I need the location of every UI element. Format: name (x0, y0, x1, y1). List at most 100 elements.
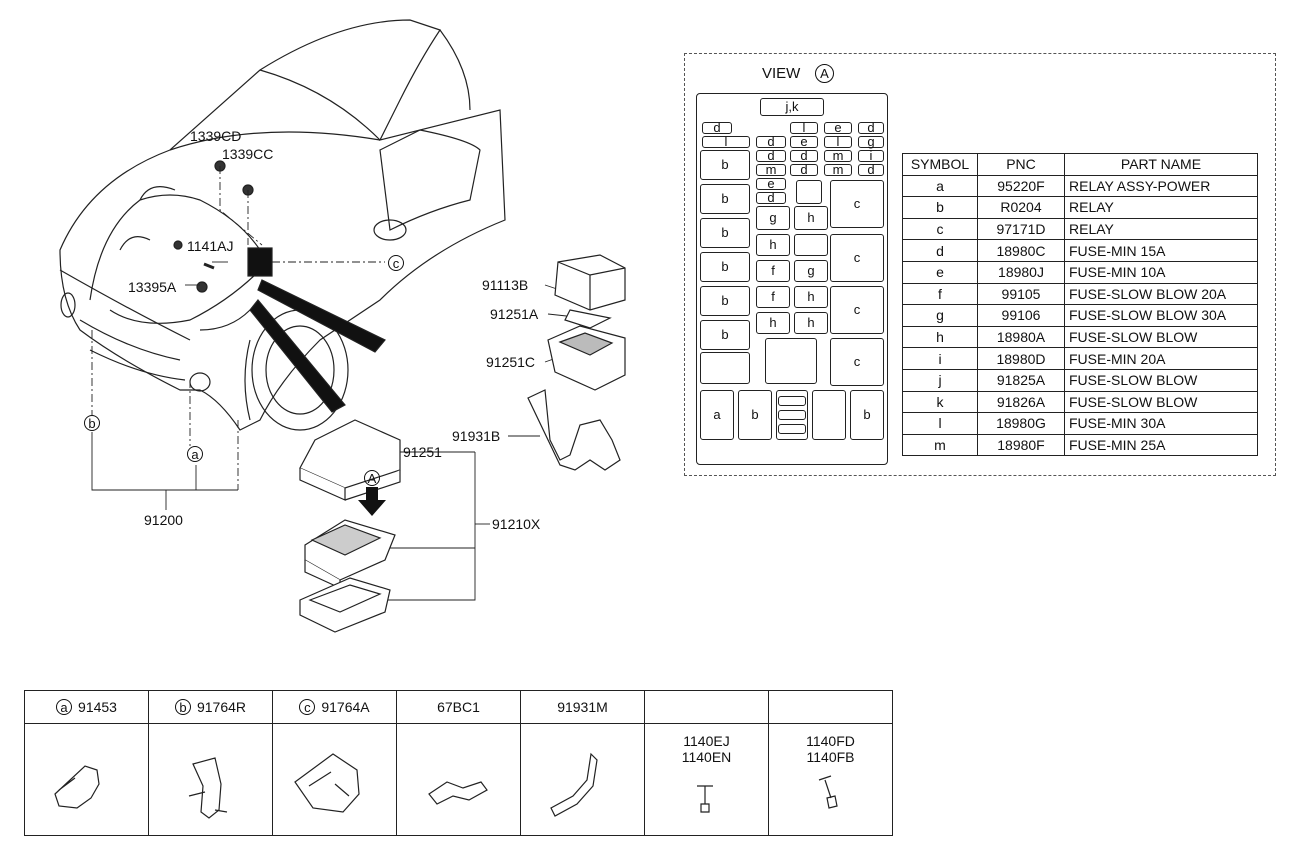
fuse-cell-g: g (756, 206, 790, 230)
fuse-cell-i: i (858, 149, 884, 162)
view-marker: A (815, 64, 834, 83)
pnc-cell: 18980J (977, 260, 1065, 284)
part-drawing (149, 724, 272, 835)
fuse-cell-f: f (756, 260, 790, 282)
pnc-cell: R0204 (977, 196, 1065, 219)
part-drawing (521, 724, 644, 835)
parts-header-cell: 91931M (520, 690, 645, 724)
part-illustration-cell (520, 723, 645, 836)
part-note-line2: 1140FB (806, 749, 855, 765)
symbol-cell: a (902, 174, 978, 198)
fuse-cell-c: c (830, 338, 884, 386)
symbol-cell: i (902, 347, 978, 370)
part-name-cell: FUSE-MIN 20A (1064, 347, 1258, 370)
fuse-cell-d: d (858, 121, 884, 134)
fuse-cell-b: b (700, 184, 750, 214)
fuse-cell-h: h (756, 234, 790, 256)
fuse-cell-l: l (702, 135, 750, 148)
part-name-cell: FUSE-SLOW BLOW (1064, 390, 1258, 414)
fuse-cell-f: f (756, 286, 790, 308)
view-a-panel (684, 53, 1276, 476)
symbol-cell: k (902, 390, 978, 414)
callout-1339cc: 1339CC (222, 146, 274, 162)
part-marker: b (174, 699, 191, 715)
pnc-cell: 97171D (977, 217, 1065, 241)
symbol-cell: l (902, 412, 978, 435)
fuse-cell-d: d (756, 135, 786, 148)
fuse-cell-b: b (738, 390, 772, 440)
part-illustration-cell (272, 723, 397, 836)
fuse-cell-h: h (794, 312, 828, 334)
part-marker: c (299, 699, 316, 715)
marker-a: a (187, 446, 203, 462)
fuse-cell-m: m (824, 163, 852, 176)
pnc-header: PNC (977, 153, 1065, 176)
part-drawing (397, 724, 520, 835)
fuse-cell-c: c (830, 180, 884, 228)
fuse-cell-h: h (756, 312, 790, 334)
symbol-cell: j (902, 368, 978, 392)
part-name-cell: RELAY (1064, 196, 1258, 219)
pnc-cell: 99105 (977, 282, 1065, 306)
part-note-line2: 1140EN (681, 749, 732, 765)
symbol-cell: b (902, 196, 978, 219)
part-drawing (273, 724, 396, 835)
marker-b: b (84, 415, 100, 431)
pnc-cell: 99106 (977, 304, 1065, 327)
callout-91210x: 91210X (492, 516, 541, 532)
part-illustration-cell (148, 723, 273, 836)
parts-header-cell: c 91764A (272, 690, 397, 724)
symbol-b-marker: b (84, 415, 100, 431)
callout-91113b: 91113B (482, 277, 529, 293)
part-name-cell: FUSE-MIN 15A (1064, 239, 1258, 262)
callout-91251a: 91251A (490, 306, 539, 322)
part-code: 91764A (321, 699, 370, 715)
part-marker: a (56, 699, 73, 715)
part-note-line1: 1140EJ (683, 733, 730, 749)
part-drawing (769, 724, 892, 835)
fuse-cell-jk: j,k (760, 98, 824, 116)
fuse-cell-b: b (700, 150, 750, 180)
callout-1339cd: 1339CD (190, 128, 242, 144)
fuse-slot (778, 424, 806, 434)
view-title: VIEW (762, 65, 801, 82)
callout-1141aj: 1141AJ (187, 238, 234, 254)
fuse-cell-empty (796, 180, 822, 204)
part-name-cell: RELAY ASSY-POWER (1064, 174, 1258, 198)
part-name-header: PART NAME (1064, 153, 1258, 176)
fuse-cell-e: e (756, 177, 786, 190)
part-drawing (645, 724, 768, 835)
callout-91251c: 91251C (486, 354, 536, 370)
fuse-cell-g: g (858, 135, 884, 148)
part-name-cell: FUSE-SLOW BLOW 30A (1064, 304, 1258, 327)
fuse-cell-b: b (700, 320, 750, 350)
fuse-cell-b: b (700, 218, 750, 248)
pnc-cell: 91825A (977, 368, 1065, 392)
parts-header-cell: 67BC1 (396, 690, 521, 724)
fuse-cell-d: d (790, 149, 818, 162)
pnc-cell: 18980C (977, 239, 1065, 262)
pnc-cell: 18980F (977, 433, 1065, 457)
symbol-cell: g (902, 304, 978, 327)
fuse-cell-h: h (794, 286, 828, 308)
fuse-cell-b: b (700, 286, 750, 316)
fuse-cell-b: b (850, 390, 884, 440)
symbol-header: SYMBOL (902, 153, 978, 176)
part-illustration-cell (24, 723, 149, 836)
part-illustration-cell (396, 723, 521, 836)
symbol-cell: c (902, 217, 978, 241)
pnc-cell: 18980A (977, 325, 1065, 349)
